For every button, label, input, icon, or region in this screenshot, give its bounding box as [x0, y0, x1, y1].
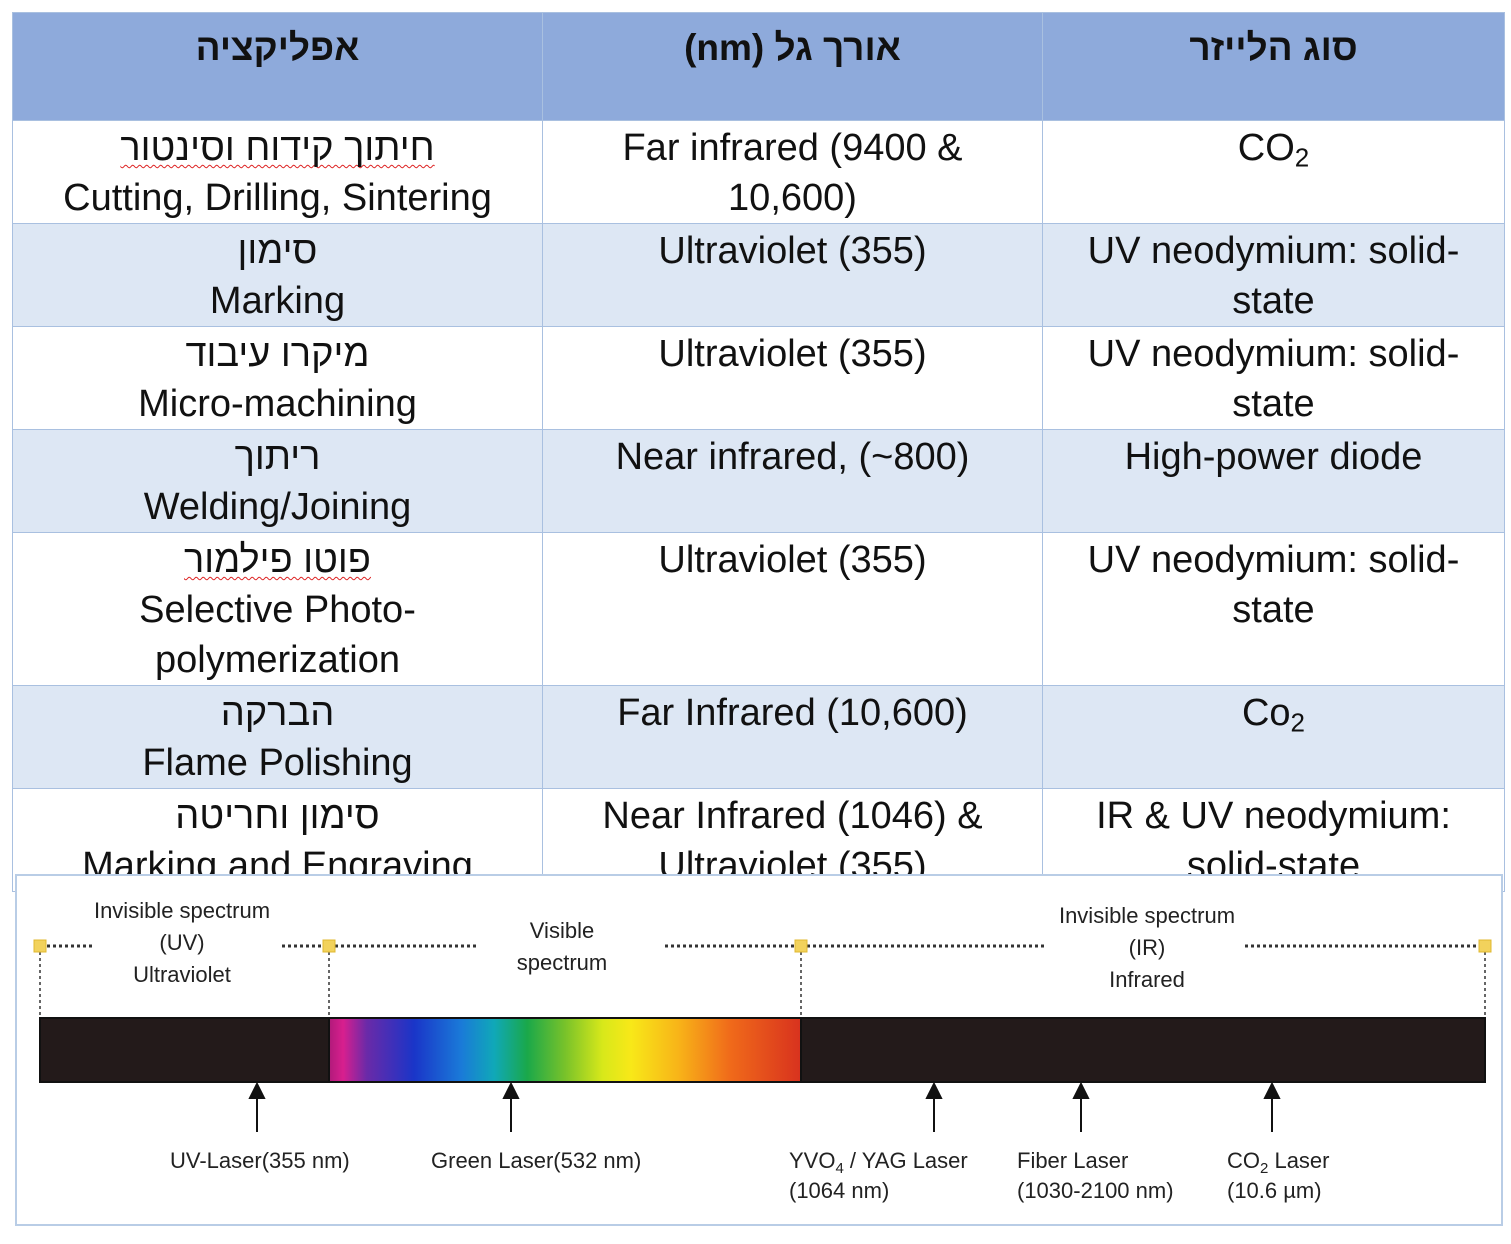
- boundary-marker: [1478, 939, 1492, 953]
- application-hebrew: סימון וחריטה: [175, 795, 380, 837]
- fiber-laser-label: Fiber Laser: [1017, 1148, 1128, 1173]
- wavelength-value: Near infrared, (~800): [615, 436, 970, 478]
- header-application: אפליקציה: [12, 12, 543, 121]
- application-hebrew: פוטו פילמור: [184, 539, 371, 581]
- green-laser-arrow: [502, 1081, 520, 1132]
- wavelength-cell: Near infrared, (~800): [542, 429, 1043, 533]
- application-hebrew: חיתוך קידוח וסינטור: [120, 127, 435, 169]
- yag-laser-arrow: [925, 1081, 943, 1132]
- application-english: Selective Photo-polymerization: [139, 589, 416, 681]
- visible-region-label-line2: spectrum: [517, 950, 607, 975]
- visible-region-label-line1: Visible: [530, 918, 594, 943]
- laser-arrows: [248, 1081, 1281, 1132]
- ir-region-label-line1: Invisible spectrum: [1059, 903, 1235, 928]
- co2-laser-wavelength: (10.6 µm): [1227, 1178, 1322, 1203]
- application-cell: חיתוך קידוח וסינטור Cutting, Drilling, S…: [12, 120, 543, 224]
- yag-laser-label: YVO4 / YAG Laser: [789, 1148, 968, 1177]
- laser-type-subscript: 2: [1290, 707, 1306, 738]
- table-row: מיקרו עיבוד Micro-machining Ultraviolet …: [12, 326, 1505, 430]
- application-english: Welding/Joining: [143, 486, 412, 528]
- wavelength-value: Far infrared (9400 & 10,600): [622, 127, 963, 219]
- application-english: Flame Polishing: [142, 742, 413, 784]
- application-cell: מיקרו עיבוד Micro-machining: [12, 326, 543, 430]
- laser-type-cell: CO2: [1042, 120, 1505, 224]
- laser-type-value: UV neodymium: solid-state: [1087, 539, 1460, 631]
- application-english: Marking: [209, 280, 346, 322]
- boundary-marker: [322, 939, 336, 953]
- laser-type-value: UV neodymium: solid-state: [1087, 333, 1460, 425]
- boundary-drop-lines: [39, 946, 1486, 1018]
- green-laser-label: Green Laser(532 nm): [431, 1148, 641, 1173]
- laser-type-cell: Co2: [1042, 685, 1505, 789]
- co2-laser-label: CO2 Laser: [1227, 1148, 1330, 1177]
- application-hebrew: מיקרו עיבוד: [185, 333, 370, 375]
- laser-type-cell: UV neodymium: solid-state: [1042, 326, 1505, 430]
- header-laser-type: סוג הלייזר: [1042, 12, 1505, 121]
- ir-region-label-line3: Infrared: [1109, 967, 1185, 992]
- laser-type-cell: UV neodymium: solid-state: [1042, 223, 1505, 327]
- application-hebrew: ריתוך: [234, 436, 321, 478]
- application-english: Cutting, Drilling, Sintering: [63, 177, 492, 219]
- yag-laser-wavelength: (1064 nm): [789, 1178, 889, 1203]
- wavelength-value: Ultraviolet (355): [658, 539, 927, 581]
- ir-region-label-line2: (IR): [1129, 935, 1166, 960]
- wavelength-cell: Ultraviolet (355): [542, 532, 1043, 686]
- fiber-laser-wavelength: (1030-2100 nm): [1017, 1178, 1174, 1203]
- table-row: ריתוך Welding/Joining Near infrared, (~8…: [12, 429, 1505, 533]
- wavelength-cell: Ultraviolet (355): [542, 223, 1043, 327]
- uv-region-label-line2: (UV): [159, 930, 204, 955]
- fiber-laser-arrow: [1072, 1081, 1090, 1132]
- wavelength-value: Far Infrared (10,600): [617, 692, 968, 734]
- boundary-marker: [794, 939, 808, 953]
- table-row: חיתוך קידוח וסינטור Cutting, Drilling, S…: [12, 120, 1505, 224]
- laser-type-cell: High-power diode: [1042, 429, 1505, 533]
- laser-applications-table: אפליקציה אורך גל (nm) סוג הלייזר חיתוך ק…: [12, 12, 1505, 892]
- laser-type-subscript: 2: [1294, 142, 1310, 173]
- laser-type-value: CO: [1237, 127, 1295, 169]
- table-row: הברקה Flame Polishing Far Infrared (10,6…: [12, 685, 1505, 789]
- laser-type-value: High-power diode: [1124, 436, 1423, 478]
- spectrum-diagram: Invisible spectrum (UV) Ultraviolet Visi…: [33, 898, 1492, 1203]
- application-cell: ריתוך Welding/Joining: [12, 429, 543, 533]
- laser-type-cell: UV neodymium: solid-state: [1042, 532, 1505, 686]
- laser-type-value: Co: [1241, 692, 1291, 734]
- application-english: Micro-machining: [138, 383, 417, 425]
- application-hebrew: סימון: [237, 230, 318, 272]
- uv-laser-arrow: [248, 1081, 266, 1132]
- table-header-row: אפליקציה אורך גל (nm) סוג הלייזר: [12, 12, 1505, 121]
- uv-region-label-line1: Invisible spectrum: [94, 898, 270, 923]
- wavelength-value: Ultraviolet (355): [658, 333, 927, 375]
- application-hebrew: הברקה: [220, 692, 335, 734]
- wavelength-value: Ultraviolet (355): [658, 230, 927, 272]
- laser-spectrum-figure: Invisible spectrum (UV) Ultraviolet Visi…: [15, 874, 1503, 1226]
- visible-spectrum-gradient: [328, 1017, 802, 1083]
- application-cell: הברקה Flame Polishing: [12, 685, 543, 789]
- application-cell: פוטו פילמור Selective Photo-polymerizati…: [12, 532, 543, 686]
- boundary-marker: [33, 939, 47, 953]
- wavelength-cell: Ultraviolet (355): [542, 326, 1043, 430]
- uv-laser-label: UV-Laser(355 nm): [170, 1148, 350, 1173]
- laser-type-value: UV neodymium: solid-state: [1087, 230, 1460, 322]
- table-row: סימון Marking Ultraviolet (355) UV neody…: [12, 223, 1505, 327]
- boundary-markers: [33, 939, 1492, 953]
- table-row: פוטו פילמור Selective Photo-polymerizati…: [12, 532, 1505, 686]
- wavelength-cell: Far Infrared (10,600): [542, 685, 1043, 789]
- application-cell: סימון Marking: [12, 223, 543, 327]
- header-wavelength: אורך גל (nm): [542, 12, 1043, 121]
- co2-laser-arrow: [1263, 1081, 1281, 1132]
- uv-region-label-line3: Ultraviolet: [133, 962, 231, 987]
- wavelength-cell: Far infrared (9400 & 10,600): [542, 120, 1043, 224]
